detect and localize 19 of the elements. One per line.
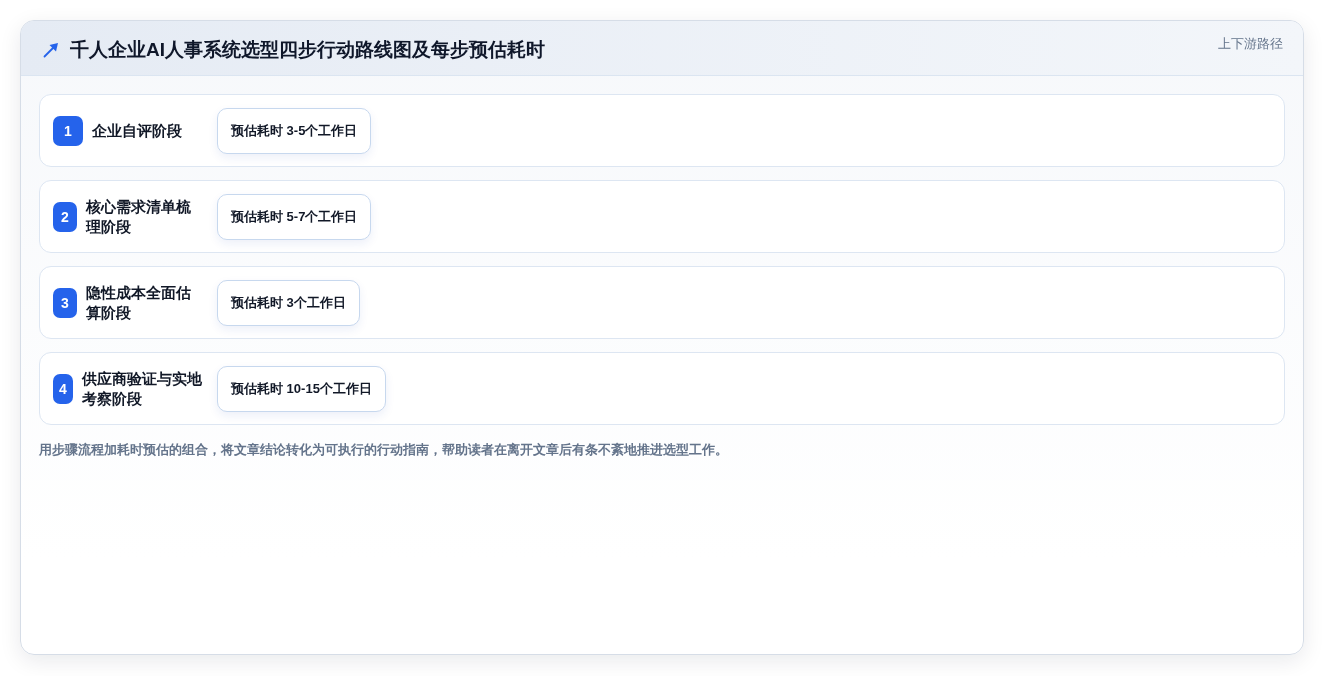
title: 千人企业AI人事系统选型四步行动路线图及每步预估耗时 xyxy=(70,38,545,62)
stage-name: 隐性成本全面估算阶段 xyxy=(86,282,192,323)
duration-tag: 预估耗时 5-7个工作日 xyxy=(217,194,372,240)
caption: 用步骤流程加耗时预估的组合，将文章结论转化为可执行的行动指南，帮助读者在离开文章后有条不紊地推进选型工作。 xyxy=(39,441,728,459)
duration-tag: 预估耗时 3个工作日 xyxy=(217,280,360,326)
stage-name: 企业自评阶段 xyxy=(92,120,183,141)
stage-card xyxy=(39,266,1285,339)
duration-tag: 预估耗时 3-5个工作日 xyxy=(217,108,372,154)
stage-card xyxy=(39,94,1285,167)
stage-name: 供应商验证与实地考察阶段 xyxy=(82,368,203,409)
duration-tag: 预估耗时 10-15个工作日 xyxy=(217,366,386,412)
step-number-badge: 4 xyxy=(53,373,73,404)
step-number-badge: 1 xyxy=(53,115,83,146)
header-note: 上下游路径 xyxy=(1218,35,1283,53)
stage-name: 核心需求清单梳理阶段 xyxy=(86,196,192,237)
stage-card xyxy=(39,180,1285,253)
step-number-badge: 3 xyxy=(53,287,77,318)
step-number-badge: 2 xyxy=(53,201,77,232)
stage-card xyxy=(39,352,1285,425)
